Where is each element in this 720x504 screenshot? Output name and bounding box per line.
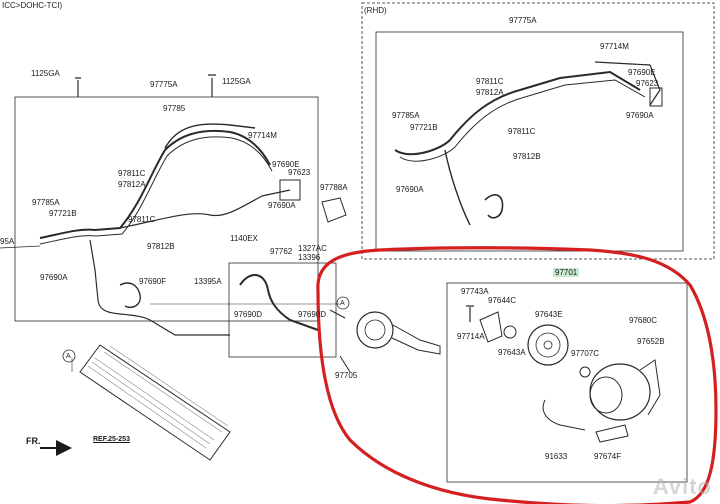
part-label: 13395A [194, 277, 222, 286]
part-label: 97644C [488, 296, 517, 305]
part-label: 97690E [272, 160, 300, 169]
part-label: 97690A [396, 185, 424, 194]
part-label: 97690A [268, 201, 296, 210]
part-label: 97812A [118, 180, 146, 189]
part-label: 97707C [571, 349, 600, 358]
marker-a-label: A [340, 300, 345, 307]
part-label: 97690A [626, 111, 654, 120]
red-highlight-circle [316, 246, 718, 504]
part-label: 97785 [163, 104, 186, 113]
marker-a2-circle [62, 349, 76, 363]
watermark: Avito [652, 474, 712, 499]
marker-a2-label: A [66, 353, 71, 360]
part-label: 97714M [600, 42, 629, 51]
part-label: 97812A [476, 88, 504, 97]
part-label: 97811C [476, 77, 504, 86]
part-label: 97623 [288, 168, 311, 177]
part-label: 97785A [392, 111, 420, 120]
part-label: 97714A [457, 332, 485, 341]
part-label: 97690A [40, 273, 68, 282]
part-label: 97743A [461, 287, 489, 296]
part-label: 97762 [270, 247, 293, 256]
part-label: 97674F [594, 452, 622, 461]
part-label: 97705 [335, 371, 358, 380]
part-label: 1125GA [31, 69, 60, 78]
part-label: 97680C [629, 316, 658, 325]
marker-a-circle [336, 296, 350, 310]
part-label: 1125GA [222, 77, 251, 86]
rhd-panel-frame [375, 31, 684, 252]
part-label: 97714M [248, 131, 277, 140]
part-label: 97643A [498, 348, 526, 357]
rhd-dashed-frame [361, 2, 715, 260]
part-label: 97690E [628, 68, 656, 77]
rhd-note: (RHD) [364, 6, 387, 15]
part-label: 97643E [535, 310, 563, 319]
part-label: 97690F [139, 277, 167, 286]
reference-link[interactable]: REF.25-253 [93, 436, 130, 443]
part-label: 97652B [637, 337, 665, 346]
part-label: 97775A [150, 80, 178, 89]
part-label: 95A [0, 237, 15, 246]
part-label: 97811C [118, 169, 146, 178]
part-label: 97812B [147, 242, 175, 251]
engine-note: ICC>DOHC-TCI) [2, 1, 63, 10]
part-label: 97623 [636, 79, 659, 88]
part-label: 97721B [410, 123, 438, 132]
part-label: 97775A [509, 16, 537, 25]
compressor-panel-frame [446, 282, 688, 483]
part-label: 97721B [49, 209, 77, 218]
part-label: 91633 [545, 452, 568, 461]
hose-sub-frame [228, 262, 337, 358]
part-label: 97690D [298, 310, 327, 319]
front-direction-label: FR. [26, 436, 41, 446]
part-label: 97811C [128, 215, 156, 224]
part-label: 97788A [320, 183, 348, 192]
left-panel-frame [14, 96, 319, 322]
part-label: 97812B [513, 152, 541, 161]
part-label: 97811C [508, 127, 536, 136]
part-label: 97785A [32, 198, 60, 207]
part-label: 1327AC [298, 244, 327, 253]
part-label: 97690D [234, 310, 263, 319]
group-number-badge: 97701 [553, 268, 580, 277]
part-label: 1140EX [230, 234, 258, 243]
part-label: 13396 [298, 253, 321, 262]
